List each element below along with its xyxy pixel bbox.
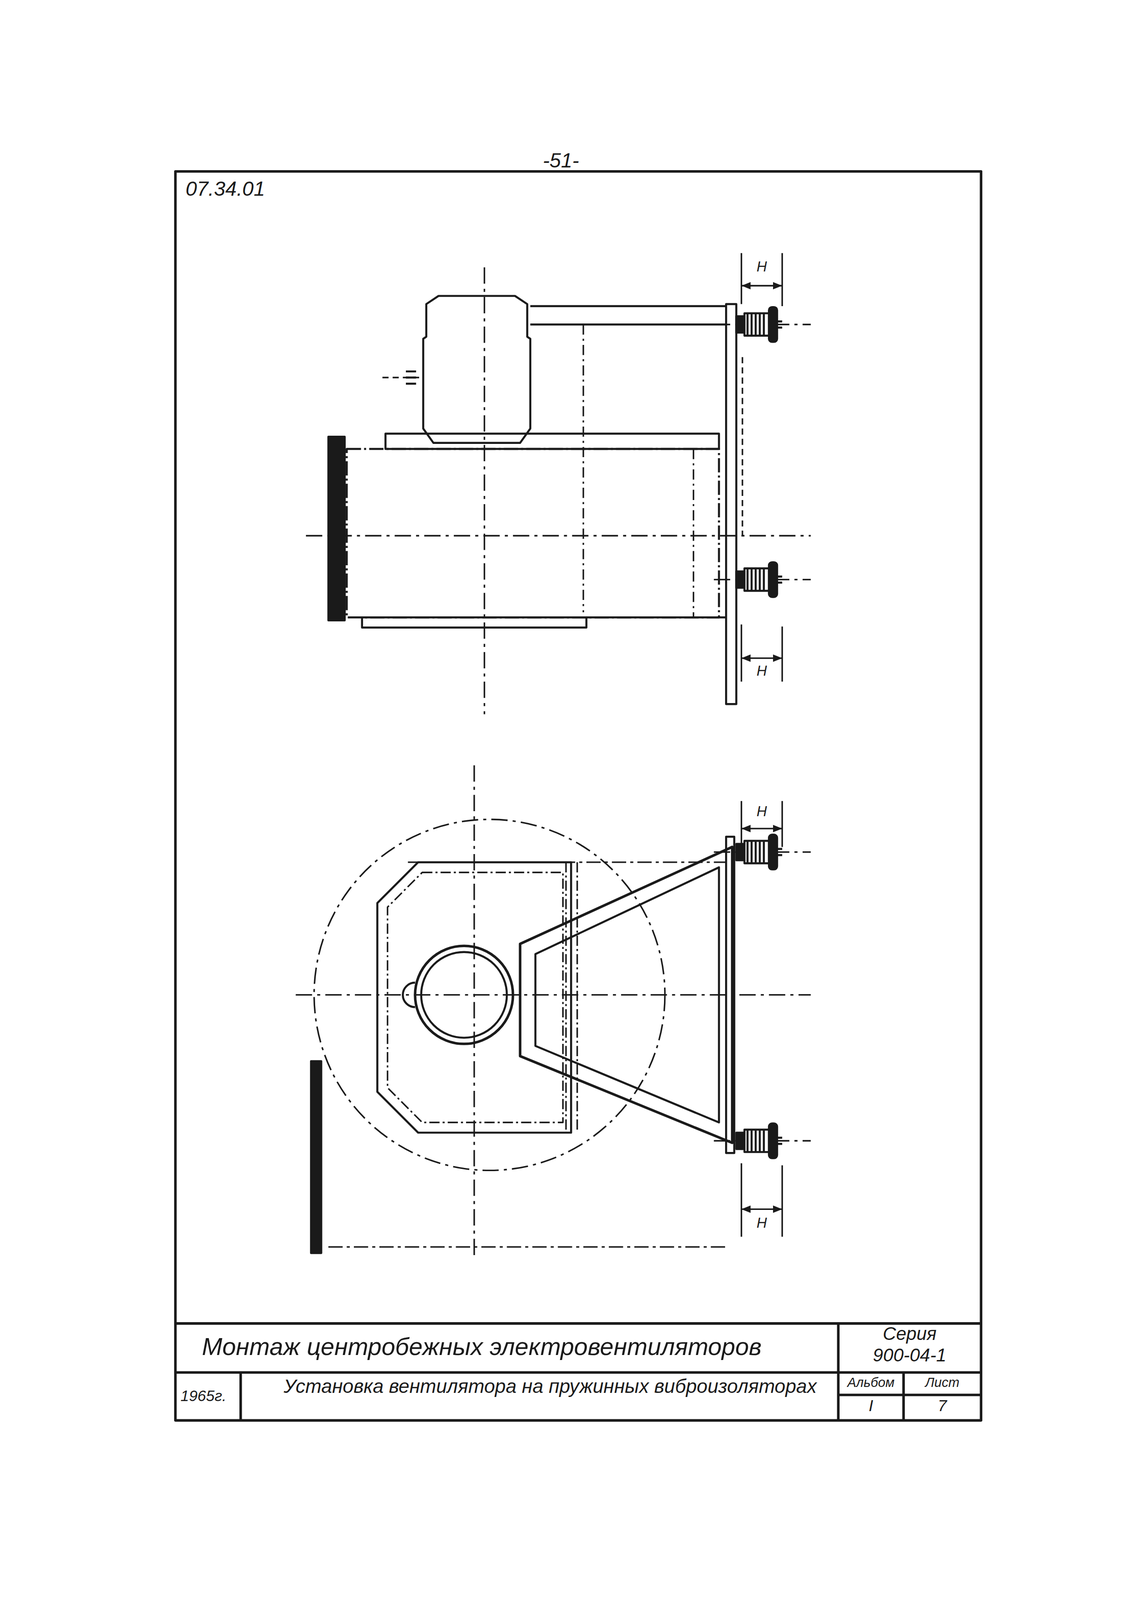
year-cell: 1965г. — [180, 1387, 227, 1405]
front-view — [295, 764, 811, 1260]
label-text: Серия — [882, 1322, 937, 1344]
dimension-label: H — [756, 663, 768, 679]
label-text: I — [868, 1396, 874, 1414]
sheet-title-cell: Установка вентилятора на пружинных вибро… — [267, 1375, 834, 1396]
drawing-code: 07.34.01 — [185, 177, 265, 200]
sheet-cell: Лист — [925, 1374, 960, 1390]
sheet-cell: 7 — [937, 1396, 947, 1415]
series-cell: 900-04-1 — [872, 1345, 947, 1366]
side-view — [306, 253, 811, 715]
label-text: 7 — [937, 1396, 947, 1414]
label-text: 1965г. — [180, 1386, 227, 1404]
dimension-label: H — [756, 259, 768, 275]
label-text: H — [756, 802, 768, 820]
label-text: H — [756, 662, 768, 679]
label-text: 07.34.01 — [185, 177, 265, 200]
label-text: Альбом — [847, 1374, 895, 1390]
album-cell: Альбом — [847, 1374, 895, 1390]
dimension-label: H — [756, 803, 768, 820]
label-text: Установка вентилятора на пружинных вибро… — [283, 1374, 817, 1397]
page-number: -51- — [542, 149, 580, 172]
label-text: -51- — [542, 149, 580, 172]
label-text: H — [756, 1214, 768, 1231]
label-text: 900-04-1 — [872, 1344, 947, 1365]
label-text: H — [756, 258, 768, 275]
series-cell: Серия — [882, 1323, 937, 1344]
album-cell: I — [868, 1396, 874, 1415]
title-cell: Монтаж центробежных электровентиляторов — [202, 1333, 762, 1360]
label-text: Лист — [925, 1374, 960, 1390]
label-text: Монтаж центробежных электровентиляторов — [202, 1332, 762, 1360]
dimension-label: H — [756, 1214, 768, 1231]
sheet-frame — [175, 171, 982, 1421]
